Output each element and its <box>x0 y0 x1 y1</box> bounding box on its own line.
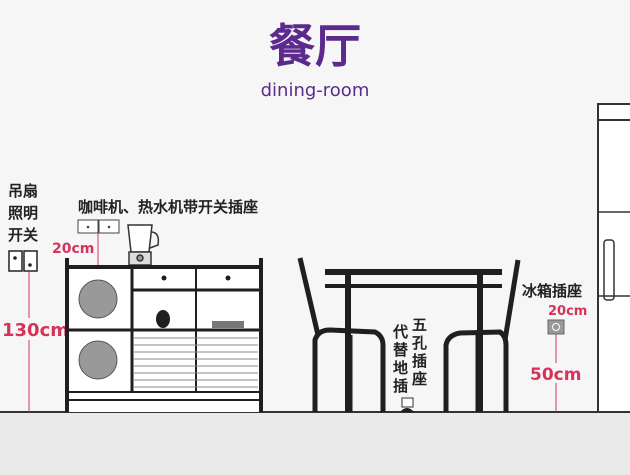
label-line: 吊扇 <box>8 182 38 200</box>
label-line: 开关 <box>8 226 38 244</box>
label-char: 替 <box>393 341 409 359</box>
double-socket-icon <box>77 219 120 234</box>
fridge-socket-size-measure: 20cm <box>548 304 587 319</box>
label-line: 照明 <box>8 204 38 222</box>
refrigerator <box>597 103 630 413</box>
chair-right <box>443 259 521 412</box>
page-subtitle: dining-room <box>261 80 370 101</box>
label-char: 插 <box>393 377 408 395</box>
sideboard-cabinet <box>65 258 263 412</box>
floor-socket-alt-label: 代 替 地 插 <box>392 323 409 395</box>
ceiling-fan-switch-label: 吊扇 照明 开关 <box>8 182 38 244</box>
label-char: 座 <box>411 370 427 388</box>
label-char: 孔 <box>412 334 427 352</box>
light-switch-icon <box>8 250 38 272</box>
tray-icon <box>212 321 244 328</box>
five-hole-socket-label: 五 孔 插 座 <box>411 316 427 388</box>
label-char: 地 <box>393 359 408 377</box>
kettle-icon <box>127 224 160 266</box>
fridge-socket-label: 冰箱插座 <box>522 282 582 300</box>
switch-height-measure: 130cm <box>2 320 69 341</box>
label-char: 插 <box>412 352 427 370</box>
coffee-socket-measure: 20cm <box>52 241 94 257</box>
coffee-socket-label: 咖啡机、热水机带开关插座 <box>78 198 258 216</box>
chair-left <box>297 257 386 412</box>
fridge-socket-icon <box>547 319 565 335</box>
floor-socket-icon <box>400 397 414 412</box>
page-title: 餐厅 <box>269 19 361 73</box>
floor <box>0 412 630 475</box>
pot-icon <box>156 310 170 328</box>
label-char: 代 <box>392 323 408 341</box>
label-char: 五 <box>412 316 427 334</box>
fridge-socket-height-measure: 50cm <box>530 365 581 385</box>
